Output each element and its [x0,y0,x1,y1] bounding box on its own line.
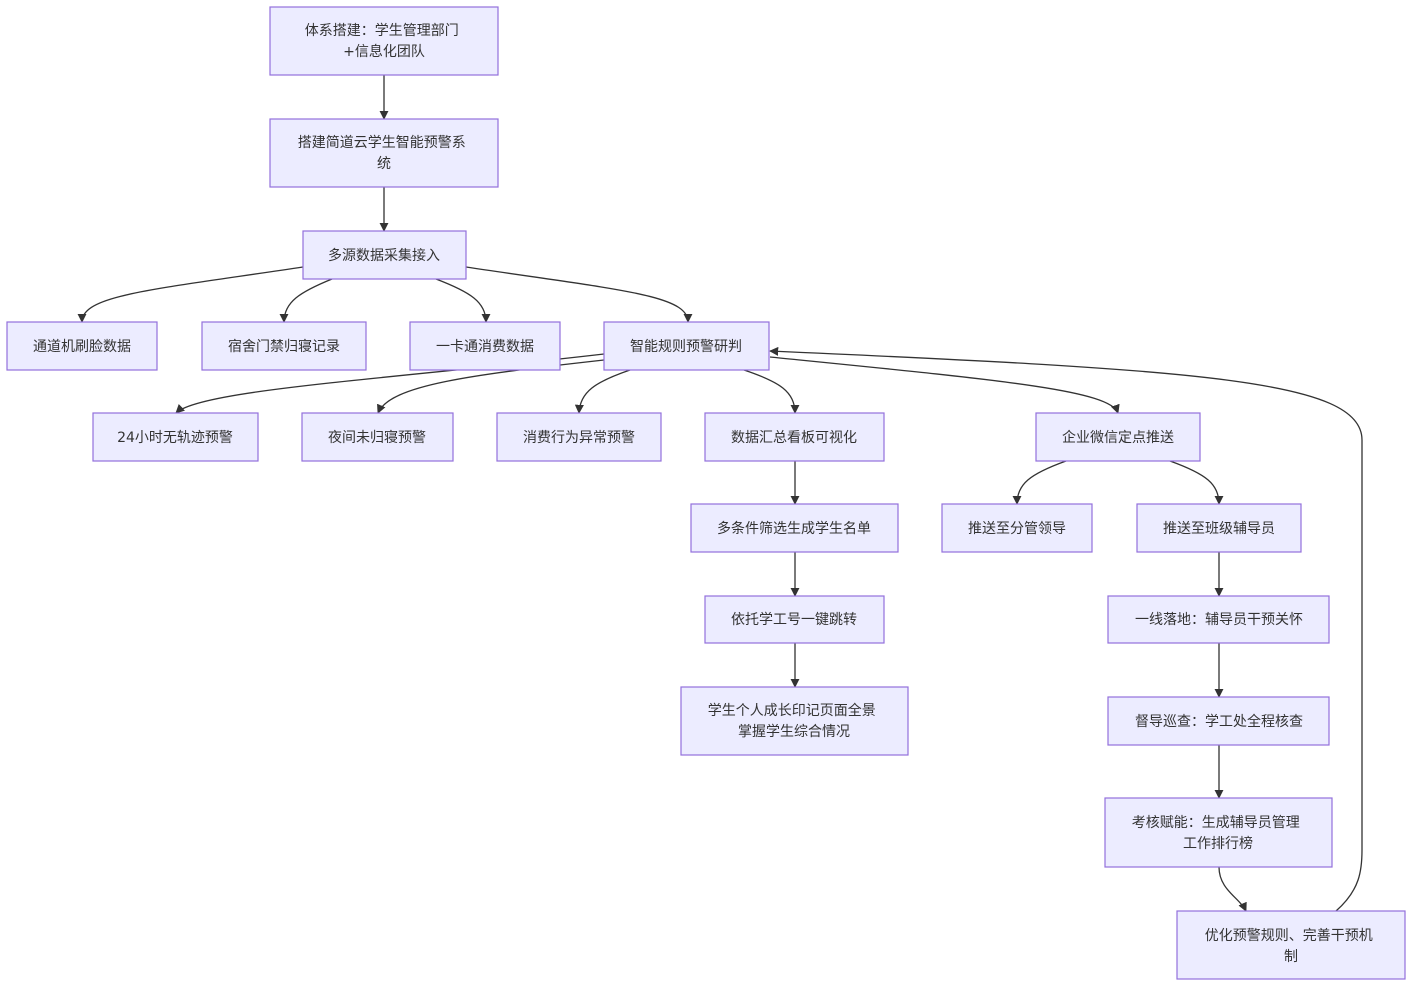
node-label-line: 体系搭建：学生管理部门 [305,23,459,39]
node-push-to-leaders: 推送至分管领导 [941,503,1093,553]
svg-text:学生个人成长印记页面全景 掌握学生综合情况: 学生个人成长印记页面全景 掌握学生综合情况 [708,702,880,740]
node-label-line: 数据汇总看板可视化 [731,430,857,446]
svg-text:24小时无轨迹预警: 24小时无轨迹预警 [117,430,233,446]
node-label-line: 智能规则预警研判 [630,339,742,355]
node-multi-source-data: 多源数据采集接入 [302,230,467,280]
node-smart-rule-warning: 智能规则预警研判 [603,321,770,371]
node-label-line: 消费行为异常预警 [523,430,635,446]
node-counselor-intervention: 一线落地：辅导员干预关怀 [1107,595,1330,644]
node-label-line: 推送至分管领导 [968,521,1066,537]
node-system-building: 体系搭建：学生管理部门 +信息化团队 [269,6,499,76]
node-label-line: 一线落地：辅导员干预关怀 [1135,612,1303,628]
node-optimize-rules: 优化预警规则、完善干预机 制 [1176,910,1406,980]
node-label-line: +信息化团队 [343,43,425,60]
node-filter-student-list: 多条件筛选生成学生名单 [690,503,899,553]
node-student-growth-page: 学生个人成长印记页面全景 掌握学生综合情况 [680,686,909,756]
node-label-line: 督导巡查：学工处全程核查 [1135,713,1303,730]
node-dorm-access-records: 宿舍门禁归寝记录 [201,321,367,371]
node-label-line: 制 [1284,949,1298,965]
svg-text:依托学工号一键跳转: 依托学工号一键跳转 [731,612,857,628]
edge-n3-n4 [77,266,304,323]
node-label-line: 多条件筛选生成学生名单 [717,520,871,537]
svg-text:多源数据采集接入: 多源数据采集接入 [328,247,440,264]
node-wecom-push: 企业微信定点推送 [1035,412,1201,462]
node-supervision-check: 督导巡查：学工处全程核查 [1107,696,1330,746]
edge-n7-n11 [743,369,800,414]
node-label-line: 考核赋能：生成辅导员管理 [1132,815,1300,831]
svg-text:一卡通消费数据: 一卡通消费数据 [436,339,534,355]
node-label-line: 统 [377,156,391,172]
node-label-line: 多源数据采集接入 [328,247,440,264]
edge-n21-n7 [769,346,1363,912]
edge-n6-n7 [574,369,631,414]
svg-text:消费行为异常预警: 消费行为异常预警 [523,430,635,446]
node-build-warning-system: 搭建简道云学生智能预警系 统 [269,118,499,188]
nodes: 体系搭建：学生管理部门 +信息化团队 搭建简道云学生智能预警系 统 多源数据采集… [6,6,1406,980]
svg-text:推送至分管领导: 推送至分管领导 [968,521,1066,537]
edge-n7-n12 [769,356,1120,414]
svg-text:数据汇总看板可视化: 数据汇总看板可视化 [731,430,857,446]
node-label-line: 优化预警规则、完善干预机 [1205,928,1373,944]
node-24h-no-trace-warning: 24小时无轨迹预警 [92,412,259,462]
svg-text:宿舍门禁归寝记录: 宿舍门禁归寝记录 [228,338,340,355]
node-label-line: 企业微信定点推送 [1062,429,1174,446]
node-label-line: 24小时无轨迹预警 [117,430,233,446]
edge-n3-n5 [279,278,333,323]
edge-n12-n17 [1169,460,1224,505]
node-night-absence-warning: 夜间未归寝预警 [301,412,454,462]
node-abnormal-consumption-warning: 消费行为异常预警 [496,412,662,462]
node-assessment-ranking: 考核赋能：生成辅导员管理 工作排行榜 [1104,797,1333,868]
svg-text:通道机刷脸数据: 通道机刷脸数据 [33,339,131,355]
svg-text:智能规则预警研判: 智能规则预警研判 [630,339,742,355]
node-label-line: 通道机刷脸数据 [33,339,131,355]
svg-text:夜间未归寝预警: 夜间未归寝预警 [328,429,426,446]
edge-n3-n7 [465,266,693,323]
node-label-line: 宿舍门禁归寝记录 [228,338,340,355]
node-label-line: 工作排行榜 [1183,835,1253,852]
node-label-line: 搭建简道云学生智能预警系 [298,134,466,151]
node-label-line: 学生个人成长印记页面全景 [708,702,876,719]
node-label-line: 夜间未归寝预警 [328,429,426,446]
node-label-line: 一卡通消费数据 [436,339,534,355]
svg-text:体系搭建：学生管理部门 +信息化团队: 体系搭建：学生管理部门 +信息化团队 [305,23,463,60]
node-card-consumption-data: 一卡通消费数据 [409,321,561,371]
svg-text:搭建简道云学生智能预警系 统: 搭建简道云学生智能预警系 统 [298,134,470,172]
node-face-scan-data: 通道机刷脸数据 [6,321,158,371]
svg-text:企业微信定点推送: 企业微信定点推送 [1062,429,1174,446]
svg-text:多条件筛选生成学生名单: 多条件筛选生成学生名单 [717,520,871,537]
svg-text:推送至班级辅导员: 推送至班级辅导员 [1163,521,1275,537]
node-dashboard-visualization: 数据汇总看板可视化 [704,412,885,462]
node-label-line: 掌握学生综合情况 [738,724,850,740]
svg-text:督导巡查：学工处全程核查: 督导巡查：学工处全程核查 [1135,713,1303,730]
edge-n20-n21 [1218,866,1247,912]
svg-text:一线落地：辅导员干预关怀: 一线落地：辅导员干预关怀 [1135,612,1303,628]
edge-n12-n16 [1012,460,1067,505]
node-label-line: 依托学工号一键跳转 [731,612,857,628]
svg-text:考核赋能：生成辅导员管理 工作排行榜: 考核赋能：生成辅导员管理 工作排行榜 [1132,815,1304,852]
node-student-id-jump: 依托学工号一键跳转 [704,595,885,644]
svg-text:优化预警规则、完善干预机 制: 优化预警规则、完善干预机 制 [1205,928,1377,965]
edge-n3-n6 [435,278,491,323]
node-push-to-counselors: 推送至班级辅导员 [1136,503,1302,553]
edges [77,75,1363,912]
node-label-line: 推送至班级辅导员 [1163,521,1275,537]
